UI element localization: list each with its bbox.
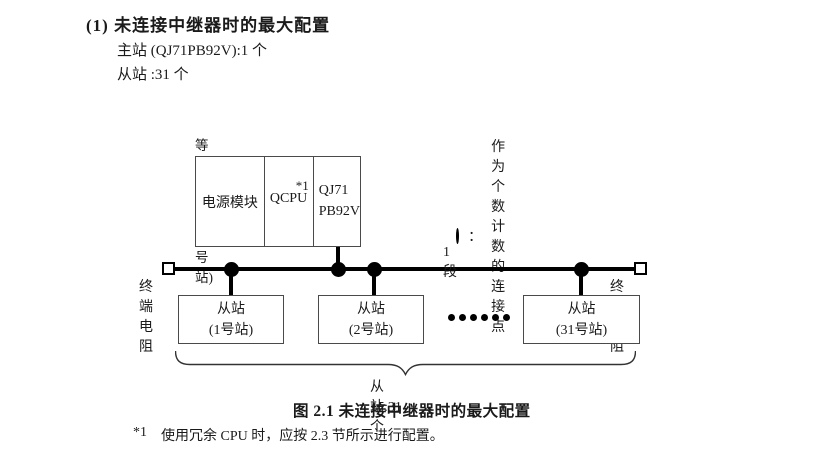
footnote: *1 使用冗余 CPU 时，应按 2.3 节所示进行配置。 [133, 425, 444, 445]
power-module-cell: 电源模块 [196, 157, 265, 246]
legend-separator: ： [468, 230, 483, 245]
footnote-text: 使用冗余 CPU 时，应按 2.3 节所示进行配置。 [161, 429, 444, 444]
segment-label: 1段 [443, 245, 457, 280]
connection-point [367, 262, 382, 277]
cpu-module-label: QCPU [269, 191, 308, 206]
network-module-line1: QJ71 [318, 183, 349, 199]
ellipsis-dot [481, 314, 488, 321]
slave-station-number: (2号站) [348, 322, 394, 338]
network-module-line2: PB92V [318, 203, 360, 219]
connection-point [224, 262, 239, 277]
connection-point [331, 262, 346, 277]
slave-station-box: 从站 (1号站) [178, 295, 284, 344]
figure-caption: 图 2.1 未连接中继器时的最大配置 [293, 403, 531, 420]
slave-station-number: (31号站) [555, 322, 608, 338]
master-count-line: 主站 (QJ71PB92V):1 个 [117, 43, 268, 59]
footnote-marker: *1 [133, 425, 147, 440]
slave-station-type: 从站 [217, 301, 245, 317]
brace [175, 351, 636, 376]
legend: ： 作为个数计数的连接点 [456, 136, 518, 336]
slave1-drop-line [229, 271, 233, 296]
slave-station-number: (1号站) [208, 322, 254, 338]
slave-station-box: 从站 (31号站) [523, 295, 640, 344]
cpu-module-cell: *1 QCPU [265, 157, 314, 246]
footnote-reference: *1 [295, 178, 309, 193]
master-station-box: 电源模块 *1 QCPU QJ71 PB92V [195, 156, 361, 247]
slave-station-type: 从站 [357, 301, 385, 317]
legend-text: 作为个数计数的连接点 [491, 140, 506, 335]
terminator-left-label: 终端电阻 [139, 280, 153, 355]
slave-total-label: 从站:31个 [370, 380, 402, 435]
master-drop-line [336, 247, 340, 268]
connection-point [574, 262, 589, 277]
slave-count-line: 从站 :31 个 [117, 67, 189, 83]
connection-point-icon [456, 228, 460, 244]
slave31-drop-line [579, 271, 583, 296]
network-module-cell: QJ71 PB92V [314, 157, 360, 246]
ellipsis-dot [459, 314, 466, 321]
ellipsis-dots [448, 314, 510, 321]
ellipsis-dot [503, 314, 510, 321]
ellipsis-dot [470, 314, 477, 321]
slave2-drop-line [372, 271, 376, 296]
ellipsis-dot [492, 314, 499, 321]
slave-station-type: 从站 [567, 301, 596, 317]
terminator-left-icon [162, 262, 175, 275]
bus-line [175, 267, 634, 271]
section-heading: (1) 未连接中继器时的最大配置 [86, 16, 331, 35]
ellipsis-dot [448, 314, 455, 321]
terminator-right-icon [634, 262, 647, 275]
slave-station-box: 从站 (2号站) [318, 295, 424, 344]
